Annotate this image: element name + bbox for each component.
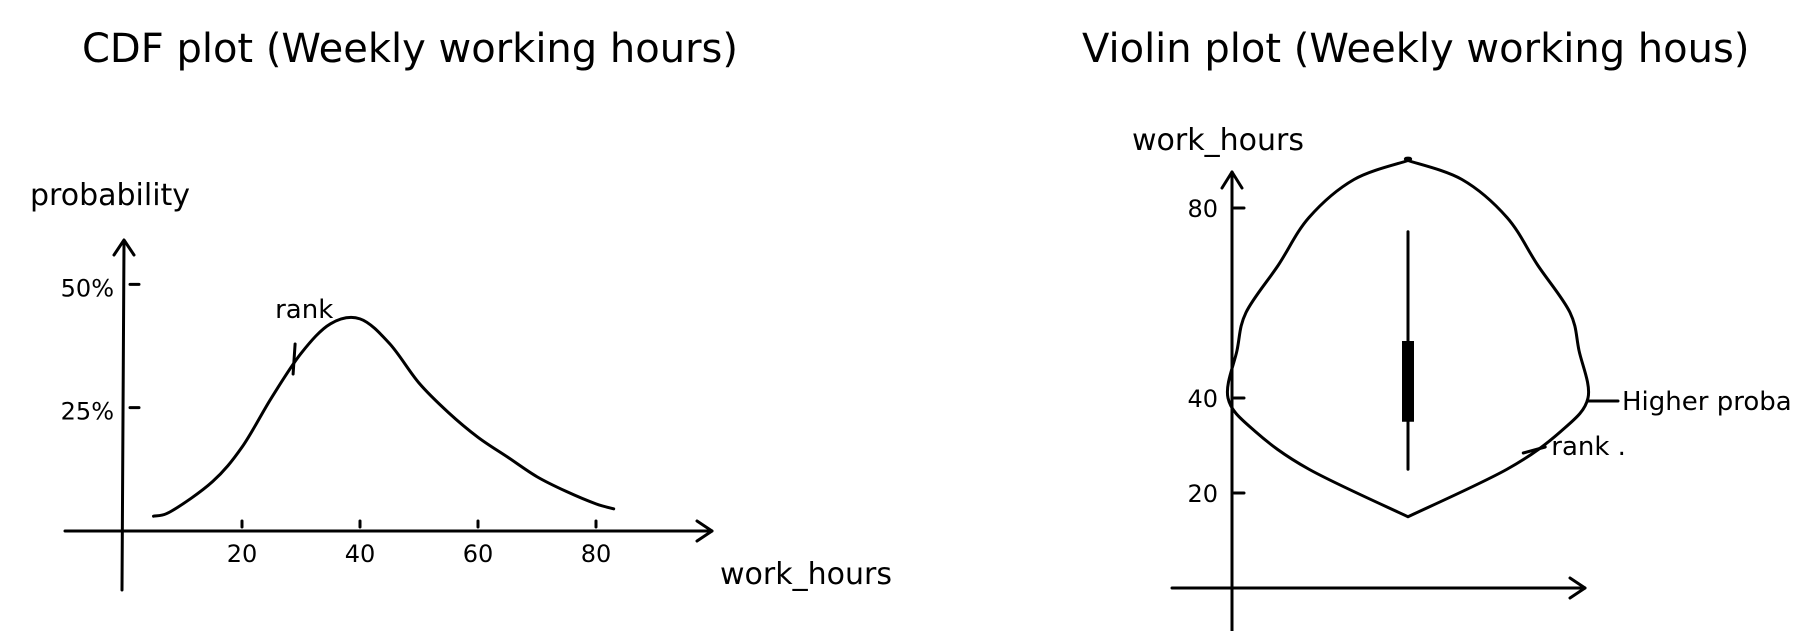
cdf-title: CDF plot (Weekly working hours) bbox=[82, 26, 738, 72]
cdf-y-tick-label: 50% bbox=[61, 274, 114, 302]
cdf-chart: CDF plot (Weekly working hours) probabil… bbox=[30, 26, 892, 592]
violin-title: Violin plot (Weekly working hous) bbox=[1082, 26, 1749, 72]
cdf-y-tick-label: 25% bbox=[61, 398, 114, 426]
violin-y-axis-label: work_hours bbox=[1132, 123, 1304, 158]
cdf-y-axis-label: probability bbox=[30, 178, 190, 213]
cdf-x-tick-label: 40 bbox=[345, 540, 376, 568]
cdf-annotations: rank bbox=[275, 295, 333, 376]
violin-rank-label: rank . bbox=[1551, 432, 1626, 462]
violin-y-axis-arrow-icon bbox=[1220, 170, 1244, 190]
violin-rank-pointer bbox=[1521, 445, 1547, 455]
cdf-rank-label: rank bbox=[275, 295, 333, 325]
cdf-curve bbox=[152, 315, 616, 518]
violin-y-tick-label: 80 bbox=[1187, 195, 1218, 223]
cdf-y-axis-arrow-icon bbox=[112, 238, 136, 257]
cdf-x-axis-label: work_hours bbox=[720, 557, 892, 592]
violin-chart: Violin plot (Weekly working hous) work_h… bbox=[1082, 26, 1793, 631]
violin-annotations: Higher probability rank . bbox=[1521, 387, 1793, 462]
cdf-y-axis bbox=[120, 240, 126, 592]
cdf-x-tick-label: 60 bbox=[463, 540, 494, 568]
cdf-x-axis-arrow-icon bbox=[695, 519, 714, 543]
cdf-x-tick-label: 20 bbox=[227, 540, 258, 568]
cdf-x-ticks: 20 40 60 80 bbox=[227, 519, 612, 568]
violin-y-tick-label: 40 bbox=[1187, 385, 1218, 413]
cdf-x-tick-label: 80 bbox=[581, 540, 612, 568]
violin-higher-probability-label: Higher probability bbox=[1622, 387, 1793, 417]
violin-y-tick-label: 20 bbox=[1187, 480, 1218, 508]
cdf-rank-marker bbox=[291, 342, 297, 376]
violin-body bbox=[1225, 156, 1591, 519]
violin-iqr-box bbox=[1402, 341, 1414, 422]
cdf-y-ticks: 25% 50% bbox=[61, 274, 141, 426]
violin-x-axis-arrow-icon bbox=[1568, 576, 1587, 600]
violin-y-ticks: 20 40 80 bbox=[1187, 195, 1246, 508]
